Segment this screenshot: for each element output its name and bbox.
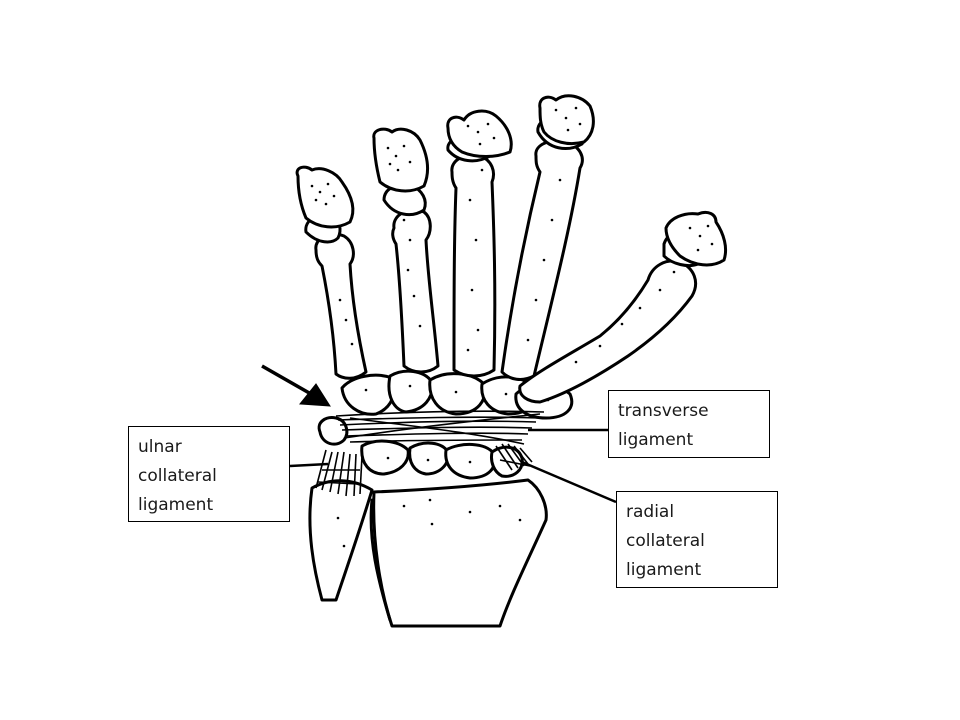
index-finger-metacarpal [500, 139, 584, 381]
label-line: ligament [626, 560, 702, 580]
label-line: ligament [138, 495, 214, 515]
label-line: ulnar [138, 437, 182, 457]
thumb-metacarpal [518, 259, 697, 404]
radial-leader-line [521, 460, 617, 504]
transverse-ligament-label: transverse ligament [608, 390, 770, 458]
distal-carpal-2 [387, 369, 434, 414]
ulna-bone [308, 479, 374, 602]
little-finger-tip [295, 165, 355, 229]
middle-finger-tip [446, 109, 513, 158]
label-line: collateral [626, 531, 705, 551]
label-line: ligament [618, 430, 694, 450]
proximal-carpal-2 [408, 441, 450, 476]
label-line: transverse [618, 401, 709, 421]
ulnar-collateral-label: ulnar collateral ligament [128, 426, 290, 522]
radius-bone [372, 478, 548, 628]
ring-finger-tip [372, 127, 429, 193]
thumb-tip [664, 210, 728, 267]
pisiform-bone [317, 416, 349, 446]
middle-finger-metacarpal [450, 153, 497, 378]
pointer-arrow [261, 364, 331, 407]
ring-finger-metacarpal [391, 208, 440, 374]
little-finger-metacarpal [314, 232, 368, 380]
ulnar-leader-line [289, 462, 329, 468]
index-finger-tip [538, 94, 595, 146]
radius-ulna-gap [369, 498, 392, 622]
radial-collateral-ligament [495, 443, 533, 471]
bone-speckles [310, 106, 714, 548]
transverse-ligament [335, 410, 545, 445]
ulnar-collateral-ligament [315, 449, 363, 497]
distal-carpal-3 [428, 372, 487, 416]
label-line: radial [626, 502, 675, 522]
distal-carpal-1 [340, 373, 396, 416]
label-line: collateral [138, 466, 217, 486]
radial-collateral-label: radial collateral ligament [616, 491, 778, 588]
proximal-carpal-1 [360, 439, 410, 476]
